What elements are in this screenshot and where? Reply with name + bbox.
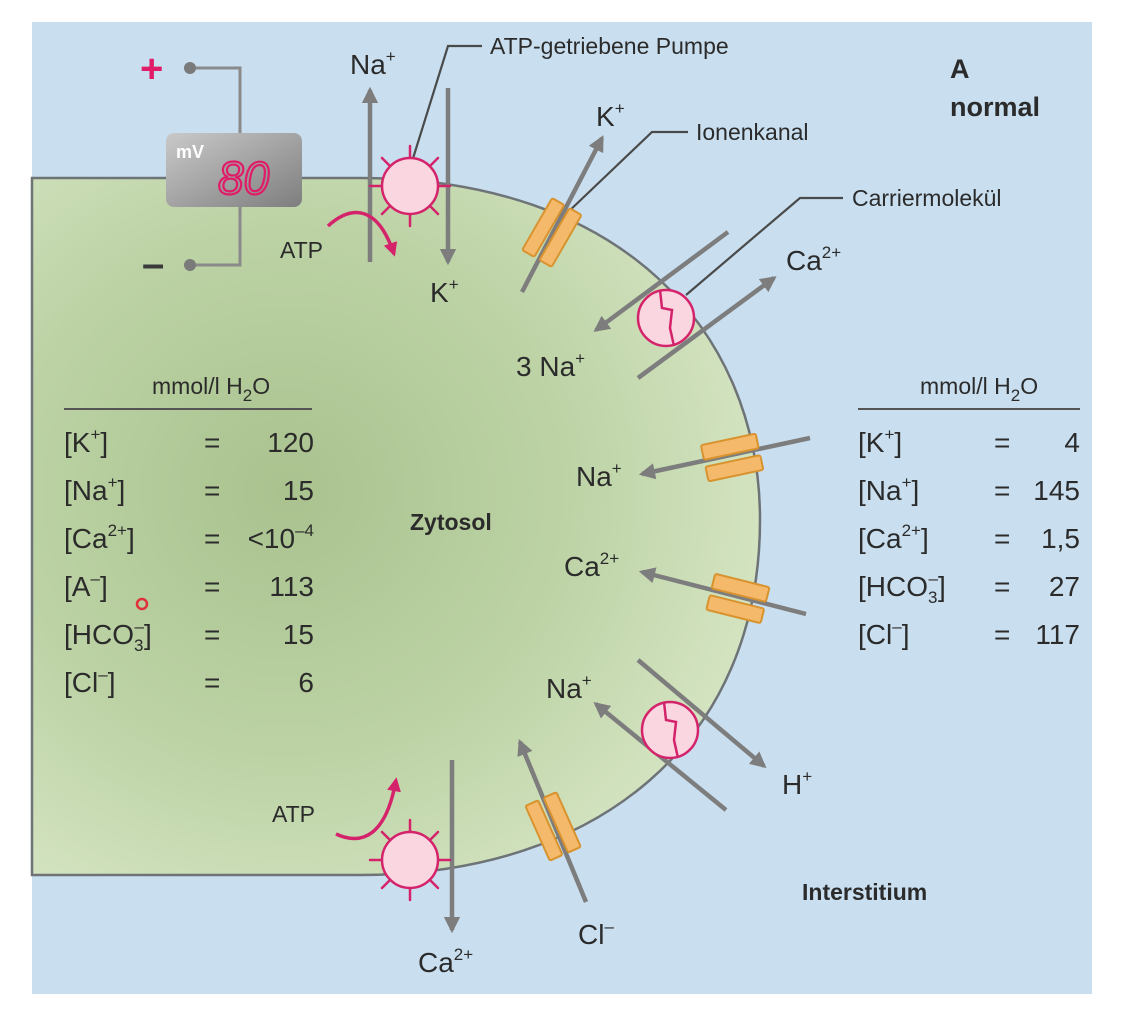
intracellular-row-1-equals: = xyxy=(204,475,220,506)
ion-na-low: Na+ xyxy=(546,671,592,704)
callout-lines xyxy=(408,44,843,296)
ion-3na: 3 Na+ xyxy=(516,349,585,382)
intra-header: mmol/l H2O xyxy=(152,373,270,405)
extracellular-row-2-equals: = xyxy=(994,523,1010,554)
extracellular-row-1-equals: = xyxy=(994,475,1010,506)
arrow-h-out-carrier xyxy=(636,658,767,769)
pump-ca xyxy=(368,818,452,902)
extracellular-row-0-value: 4 xyxy=(1064,427,1080,458)
intracellular-row-0-species: [K+] xyxy=(64,425,108,458)
extracellular-table: mmol/l H2O [K+] = 4 [Na+] = 145 [Ca2+] = 1,5 [HCO… xyxy=(858,373,1080,650)
ion-k-in: K+ xyxy=(430,275,459,308)
cytosol-label: Zytosol xyxy=(410,509,492,535)
panel-letter: A xyxy=(950,54,970,84)
intracellular-row-3-equals: = xyxy=(204,571,220,602)
intracellular-row-3-value: 113 xyxy=(269,571,314,602)
extracellular-row-4-equals: = xyxy=(994,619,1010,650)
ion-ca-mid: Ca2+ xyxy=(564,549,619,582)
ion-na-top: Na+ xyxy=(350,47,396,80)
intracellular-row-2-equals: = xyxy=(204,523,220,554)
cursor-marker xyxy=(135,597,149,611)
intracellular-row-5-equals: = xyxy=(204,667,220,698)
ion-cl-out: Cl– xyxy=(578,917,614,950)
ion-ca-out: Ca2+ xyxy=(786,243,841,276)
intracellular-row-4-species: [HCO3–] xyxy=(64,617,152,655)
extracellular-row-4-species: [Cl–] xyxy=(858,617,909,650)
extracellular-row-0-species: [K+] xyxy=(858,425,902,458)
atp-arrow-bottom xyxy=(335,777,401,841)
pump-na-k xyxy=(368,144,452,228)
voltmeter: mV 80 + – xyxy=(140,47,302,286)
ion-labels: Na+ K+ K+ Ca2+ 3 Na+ Na+ Ca2+ Na+ H+ Cl–… xyxy=(272,47,841,978)
meter-unit: mV xyxy=(176,142,204,162)
extracellular-row-0-equals: = xyxy=(994,427,1010,458)
intracellular-row-4-equals: = xyxy=(204,619,220,650)
extracellular-row-3-equals: = xyxy=(994,571,1010,602)
channel-ca xyxy=(705,573,771,624)
channel-callout: Ionenkanal xyxy=(696,119,809,145)
ion-k-out: K+ xyxy=(596,99,625,132)
carrier-callout: Carriermolekül xyxy=(852,185,1002,211)
interstitium-label: Interstitium xyxy=(802,879,927,905)
intracellular-row-3-species: [A–] xyxy=(64,569,108,602)
carriers xyxy=(636,288,700,760)
pumps xyxy=(326,144,452,902)
arrow-ca-out-carrier xyxy=(636,276,777,380)
arrow-3na-in-carrier xyxy=(593,230,730,332)
extra-header: mmol/l H2O xyxy=(920,373,1038,405)
intracellular-row-2-species: [Ca2+] xyxy=(64,521,135,554)
extracellular-row-1-value: 145 xyxy=(1033,475,1080,506)
extracellular-row-2-species: [Ca2+] xyxy=(858,521,929,554)
atp-arrow-top xyxy=(326,210,398,257)
extracellular-row-1-species: [Na+] xyxy=(858,473,919,506)
ion-channels xyxy=(521,197,771,862)
intracellular-row-5-species: [Cl–] xyxy=(64,665,115,698)
meter-display xyxy=(166,133,302,207)
channel-na xyxy=(700,432,764,483)
intracellular-row-1-species: [Na+] xyxy=(64,473,125,506)
extracellular-row-4-value: 117 xyxy=(1035,619,1080,650)
ion-h-out: H+ xyxy=(782,767,812,800)
atp-label-top: ATP xyxy=(280,237,323,263)
extracellular-row-3-value: 27 xyxy=(1049,571,1080,602)
intracellular-row-0-equals: = xyxy=(204,427,220,458)
carrier-na-h xyxy=(640,700,700,760)
extracellular-row-3-species: [HCO3–] xyxy=(858,569,946,607)
pump-callout: ATP-getriebene Pumpe xyxy=(490,33,729,59)
atp-label-bottom: ATP xyxy=(272,801,315,827)
intracellular-table: mmol/l H2O [K+] = 120 [Na+] = 15 [Ca2+] = <10–4 [… xyxy=(64,373,314,698)
transport-arrows xyxy=(361,86,811,934)
channel-cl xyxy=(524,791,582,862)
ion-na-mid: Na+ xyxy=(576,459,622,492)
intracellular-row-5-value: 6 xyxy=(298,667,314,698)
intracellular-row-2-value: <10–4 xyxy=(248,521,314,554)
extracellular-row-2-value: 1,5 xyxy=(1041,523,1080,554)
intracellular-row-0-value: 120 xyxy=(267,427,314,458)
ion-ca-bottom: Ca2+ xyxy=(418,945,473,978)
arrow-ca-in-channel xyxy=(638,567,807,617)
intracellular-row-1-value: 15 xyxy=(283,475,314,506)
plus-terminal: + xyxy=(140,47,163,91)
arrow-k-out-channel xyxy=(520,135,604,294)
minus-terminal: – xyxy=(142,242,164,286)
meter-reading: 80 xyxy=(218,152,270,204)
channel-k xyxy=(521,197,582,268)
arrow-cl-in-channel xyxy=(517,739,589,903)
panel-state: normal xyxy=(950,92,1040,122)
intracellular-row-4-value: 15 xyxy=(283,619,314,650)
carrier-na-ca xyxy=(636,288,696,348)
